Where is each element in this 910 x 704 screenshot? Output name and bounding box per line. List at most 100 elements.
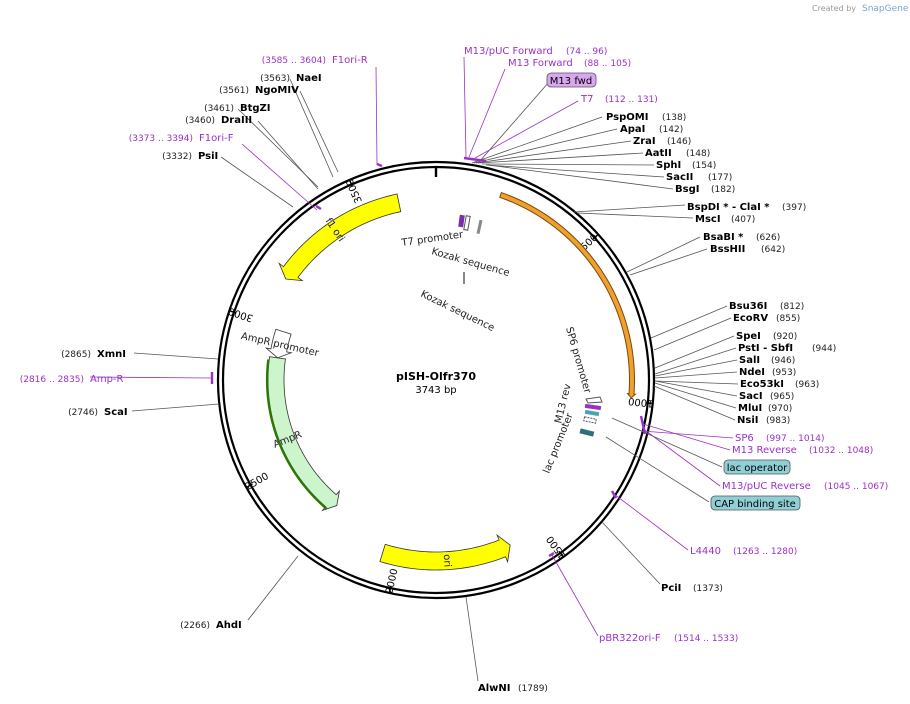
enzyme-name: XmnI — [97, 349, 126, 360]
primer-name: L4440 — [690, 546, 721, 557]
leader-line — [475, 140, 632, 164]
leader-line — [653, 317, 732, 351]
primer-name: F1ori-F — [199, 133, 234, 144]
enzyme-pos: (855) — [776, 314, 800, 324]
enzyme-pos: (182) — [711, 185, 735, 195]
leader-line — [289, 78, 334, 178]
enzyme-pos: (920) — [773, 332, 797, 342]
enzyme-pos: (970) — [768, 404, 792, 414]
enzyme-pos: (965) — [770, 392, 794, 402]
enzyme-name: Eco53kI — [740, 379, 784, 390]
enzyme-name: AlwNI — [478, 683, 511, 694]
enzyme-name: ScaI — [104, 407, 128, 418]
feature-arrow-ampr — [267, 356, 341, 512]
leader-line — [626, 236, 701, 273]
ampr-outline — [265, 359, 328, 510]
cap-site-glyph — [579, 428, 595, 437]
primer-site-marker — [548, 551, 555, 558]
leader-line — [375, 66, 378, 166]
tick-mark — [558, 550, 564, 557]
box-label: lac operator — [727, 463, 788, 474]
enzyme-pos: (154) — [692, 161, 716, 171]
leader-line — [642, 423, 731, 451]
enzyme-pos: (407) — [731, 215, 755, 225]
backbone — [216, 160, 656, 600]
enzyme-pos: (3332) — [162, 152, 192, 162]
enzyme-name: Bsu36I — [729, 301, 767, 312]
primer-pos: (3373 .. 3394) — [129, 134, 193, 144]
tick-label: 2500 — [243, 471, 271, 493]
tick-mark — [592, 234, 598, 240]
primer-pos: (74 .. 96) — [566, 47, 607, 57]
leader-line — [468, 68, 506, 158]
kozak-glyph-2 — [476, 219, 483, 235]
enzyme-pos: (148) — [686, 149, 710, 159]
enzyme-pos: (177) — [708, 173, 732, 183]
tick-mark — [388, 585, 392, 593]
enzyme-name: SphI — [656, 160, 681, 171]
tick-mark — [349, 180, 353, 187]
t7-promoter-glyph — [458, 214, 465, 228]
enzyme-pos: (2266) — [180, 621, 210, 631]
enzyme-name: PstI - SbfI — [738, 343, 793, 354]
lac-operator-box — [723, 459, 791, 475]
enzyme-name: AhdI — [216, 620, 242, 631]
feature-arrow-ori — [379, 533, 511, 571]
enzyme-name: AatII — [645, 148, 672, 159]
leader-line — [247, 555, 299, 621]
enzyme-pos: (1789) — [518, 684, 548, 694]
enzyme-name: ZraI — [633, 136, 656, 147]
leader-line — [650, 305, 728, 339]
kozak-glyph-1 — [463, 215, 471, 231]
feature-label: Kozak sequence — [430, 246, 511, 279]
enzyme-pos: (626) — [756, 233, 780, 243]
enzyme-name: NsiI — [737, 415, 758, 426]
enzyme-name: BtgZI — [240, 103, 271, 114]
enzyme-labels-left: (3563) NaeI (3561) NgoMIV (3461) BtgZI (… — [61, 73, 322, 631]
enzyme-pos: (3563) — [260, 74, 290, 84]
enzyme-pos: (138) — [662, 113, 686, 123]
leader-line — [576, 212, 694, 219]
leader-line — [465, 596, 479, 682]
m13-rev-glyph — [584, 403, 602, 411]
enzyme-name: BspDI * - ClaI * — [687, 202, 770, 213]
enzyme-name: PciI — [661, 583, 681, 594]
primer-pos: (1032 .. 1048) — [809, 446, 873, 456]
primer-site-marker — [639, 415, 647, 435]
box-label: CAP binding site — [714, 499, 796, 510]
enzyme-pos: (3460) — [185, 116, 215, 126]
enzyme-name: BsaBI * — [703, 232, 744, 243]
enzyme-labels-right: PspOMI (138) ApaI (142) ZraI (146) AatII… — [478, 112, 836, 694]
leader-line — [485, 164, 665, 178]
primer-pos: (997 .. 1014) — [766, 434, 825, 444]
m13-fwd-box — [546, 72, 597, 88]
enzyme-pos: (642) — [761, 245, 785, 255]
enzyme-name: DraIII — [221, 115, 252, 126]
primer-site-marker — [315, 204, 322, 211]
enzyme-name: PspOMI — [606, 112, 648, 123]
leader-line — [299, 90, 339, 173]
primer-pos: (88 .. 105) — [584, 59, 631, 69]
leader-line — [573, 204, 686, 213]
enzyme-pos: (963) — [795, 380, 819, 390]
enzyme-name: NaeI — [296, 73, 322, 84]
inner-feature-glyphs — [458, 214, 603, 437]
enzyme-name: SalI — [739, 355, 760, 366]
enzyme-pos: (2865) — [61, 350, 91, 360]
leader-line — [605, 436, 710, 503]
tick-mark — [246, 483, 253, 488]
leader-line — [654, 359, 738, 377]
enzyme-name: MluI — [738, 403, 762, 414]
primer-name: M13 Reverse — [732, 445, 797, 456]
leader-line — [654, 382, 737, 409]
kozak-glyph-3 — [463, 272, 465, 284]
leader-line — [551, 554, 599, 637]
leader-line — [257, 120, 319, 190]
feature-arrow-f1-ori — [278, 193, 402, 282]
enzyme-name: NgoMIV — [255, 85, 299, 96]
leader-line — [653, 385, 736, 421]
leader-line — [641, 430, 734, 439]
leader-line — [481, 163, 655, 166]
primer-name: T7 — [580, 94, 593, 105]
